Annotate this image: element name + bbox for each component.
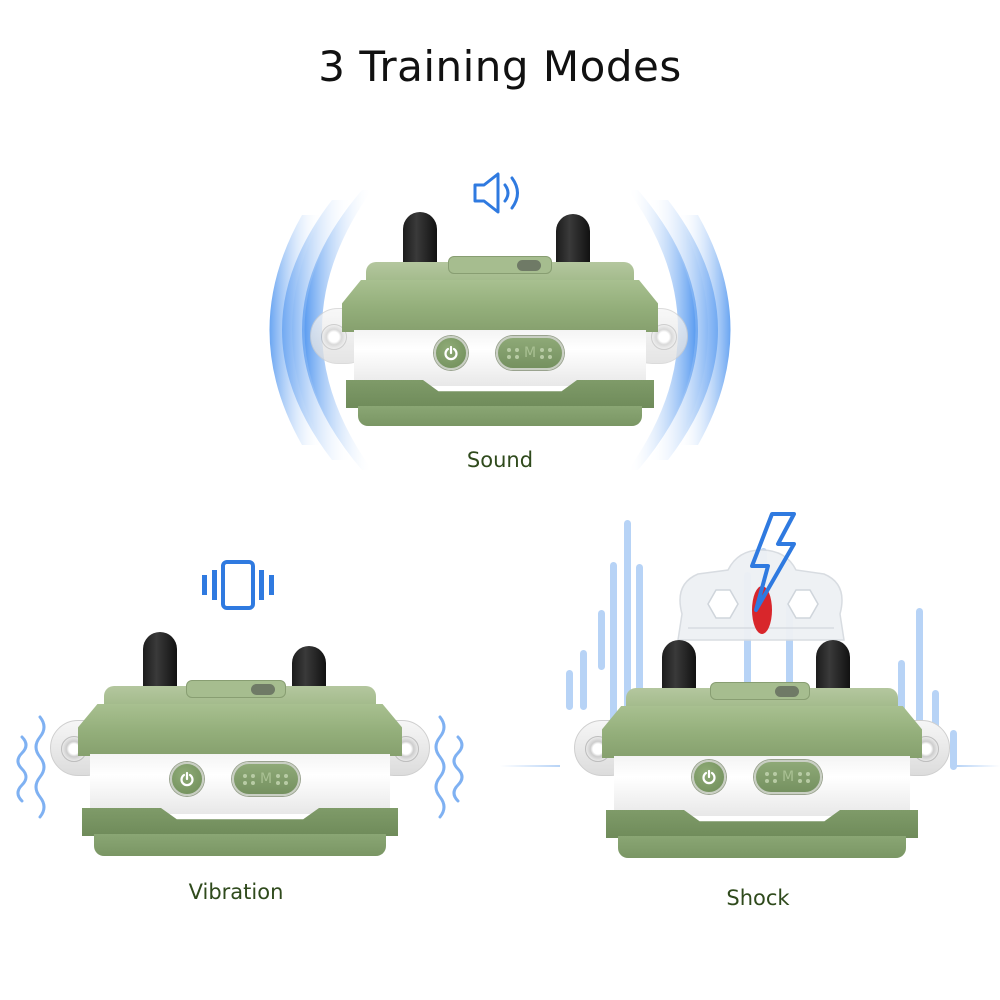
sound-wave-right bbox=[628, 190, 731, 470]
power-button[interactable] bbox=[692, 760, 726, 794]
brand-plate bbox=[186, 680, 286, 698]
device-base bbox=[618, 836, 906, 858]
collar-receiver-vibration: M bbox=[50, 632, 430, 856]
brand-plate bbox=[710, 682, 810, 700]
page-title: 3 Training Modes bbox=[318, 42, 682, 91]
collar-receiver-shock: M bbox=[574, 640, 950, 860]
vibration-lines-right bbox=[434, 715, 464, 819]
sound-wave-left bbox=[269, 190, 372, 470]
vibration-mode-panel: M Vibration bbox=[0, 500, 500, 1000]
device-base bbox=[358, 406, 642, 426]
speaker-icon bbox=[473, 172, 519, 214]
shock-mode-panel: M Shock bbox=[500, 500, 1000, 1000]
device-lid bbox=[78, 704, 402, 756]
power-icon bbox=[702, 769, 716, 785]
mode-button[interactable]: M bbox=[754, 760, 822, 794]
device-base bbox=[94, 834, 386, 856]
device-lid bbox=[602, 706, 922, 758]
mode-label-vibration: Vibration bbox=[188, 880, 284, 904]
lightning-bolt-icon bbox=[750, 512, 796, 612]
collar-receiver-sound: M bbox=[310, 212, 690, 432]
device-lid bbox=[342, 280, 658, 332]
vibration-lines-left bbox=[16, 715, 46, 819]
mode-label-shock: Shock bbox=[726, 886, 790, 910]
mode-button[interactable]: M bbox=[496, 336, 564, 370]
mode-label-sound: Sound bbox=[466, 448, 534, 472]
silicone-cap bbox=[668, 512, 854, 656]
power-button[interactable] bbox=[434, 336, 468, 370]
sound-mode-panel: M Sound bbox=[269, 172, 731, 472]
power-button[interactable] bbox=[170, 762, 204, 796]
mode-button[interactable]: M bbox=[232, 762, 300, 796]
power-icon bbox=[444, 345, 458, 361]
phone-vibrate-icon bbox=[202, 560, 274, 610]
brand-plate bbox=[448, 256, 552, 274]
power-icon bbox=[180, 771, 194, 787]
